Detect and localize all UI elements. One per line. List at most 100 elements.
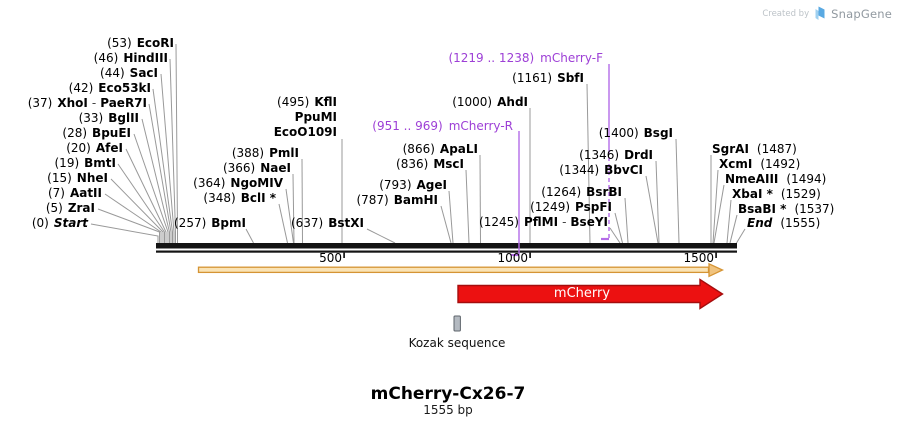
site-label-bpmi[interactable]: (257)BpmI bbox=[174, 217, 246, 230]
site-name: AhdI bbox=[497, 95, 528, 109]
site-label-bamhi[interactable]: (787)BamHI bbox=[356, 194, 438, 207]
site-label-ppumi[interactable]: PpuMI bbox=[295, 111, 337, 124]
site-pos: (1555) bbox=[780, 216, 821, 230]
site-label-sgrai[interactable]: SgrAI(1487) bbox=[712, 143, 797, 156]
site-pos: (1492) bbox=[760, 157, 801, 171]
site-name: DrdI bbox=[624, 148, 653, 162]
site-label-agei[interactable]: (793)AgeI bbox=[379, 179, 447, 192]
ruler-label-500: 500 bbox=[319, 251, 342, 265]
site-label-xbai[interactable]: XbaI *(1529) bbox=[732, 188, 821, 201]
site-name: PflMI bbox=[523, 215, 559, 229]
site-pos: (257) bbox=[174, 216, 207, 230]
site-label-start[interactable]: (0) Start bbox=[32, 217, 88, 230]
site-name: BsrBI bbox=[586, 185, 622, 199]
site-name: XhoI bbox=[57, 96, 88, 110]
primer-range: (951 .. 969) bbox=[372, 119, 443, 133]
site-name: BstXI bbox=[328, 216, 364, 230]
snapgene-flag-icon bbox=[815, 6, 825, 20]
site-name: XcmI bbox=[719, 157, 753, 171]
site-name: PspFI bbox=[575, 200, 612, 214]
site-label-bsgi[interactable]: (1400)BsgI bbox=[599, 127, 673, 140]
site-name: ZraI bbox=[67, 201, 95, 215]
site-label-naei[interactable]: (366)NaeI bbox=[223, 162, 291, 175]
site-label-zrai[interactable]: (5)ZraI bbox=[46, 202, 95, 215]
site-label-bmti[interactable]: (19)BmtI bbox=[55, 157, 117, 170]
primer-mcherry-f-line[interactable] bbox=[601, 64, 610, 241]
site-pos: (37) bbox=[27, 96, 53, 110]
primer-label-mcherry-f[interactable]: (1219 .. 1238)mCherry-F bbox=[448, 52, 603, 65]
map-title: mCherry-Cx26-7 bbox=[370, 384, 526, 404]
site-label-bsabi[interactable]: BsaBI * (1537) bbox=[738, 203, 834, 216]
site-pos: (1537) bbox=[794, 202, 835, 216]
watermark-created-by: Created by bbox=[762, 9, 810, 19]
site-name: KflI bbox=[314, 95, 337, 109]
site-label-ecoo109i[interactable]: EcoO109I bbox=[274, 126, 337, 139]
site-label-apali[interactable]: (866)ApaLI bbox=[403, 143, 478, 156]
site-label-xcmi[interactable]: XcmI (1492) bbox=[719, 158, 800, 171]
watermark: Created by SnapGene bbox=[762, 6, 892, 22]
site-pos: (495) bbox=[277, 95, 310, 109]
site-pos: (28) bbox=[62, 126, 88, 140]
mcherry-feature-arrow[interactable] bbox=[457, 278, 724, 310]
site-name-separator: - bbox=[91, 96, 97, 110]
primer-label-mcherry-r[interactable]: (951 .. 969)mCherry-R bbox=[372, 120, 513, 133]
site-label-ngomiv[interactable]: (364)NgoMIV bbox=[193, 177, 283, 190]
site-name: HindIII bbox=[123, 51, 168, 65]
watermark-brand: SnapGene bbox=[831, 7, 892, 21]
site-pos: (1487) bbox=[756, 142, 797, 156]
site-label-bsrbi[interactable]: (1264) BsrBI bbox=[541, 186, 622, 199]
site-label-saci[interactable]: (44)SacI bbox=[100, 67, 158, 80]
site-label-nhei[interactable]: (15)NheI bbox=[47, 172, 108, 185]
site-pos: (46) bbox=[93, 51, 119, 65]
site-pos: (637) bbox=[290, 216, 324, 230]
site-name: XbaI * bbox=[732, 187, 773, 201]
site-label-afei[interactable]: (20)AfeI bbox=[66, 142, 123, 155]
site-name: NmeAIII bbox=[725, 172, 779, 186]
site-label-bcli[interactable]: (348)BclI * bbox=[203, 192, 276, 205]
ruler-label-1500: 1500 bbox=[683, 251, 714, 265]
site-label-bbvci[interactable]: (1344)BbvCI bbox=[559, 164, 643, 177]
site-name: MscI bbox=[433, 157, 464, 171]
site-name: SbfI bbox=[557, 71, 584, 85]
site-label-bpuei[interactable]: (28)BpuEI bbox=[62, 127, 131, 140]
site-pos: (1346) bbox=[579, 148, 620, 162]
site-label-msci[interactable]: (836)MscI bbox=[396, 158, 464, 171]
site-name: End bbox=[747, 216, 773, 230]
site-label-xhoi-paer7i[interactable]: (37)XhoI-PaeR7I bbox=[28, 97, 147, 110]
kozak-feature-box[interactable] bbox=[453, 315, 461, 332]
site-label-nmeaiii[interactable]: NmeAIII(1494) bbox=[725, 173, 826, 186]
primer-range: (1219 .. 1238) bbox=[448, 51, 535, 65]
site-name: BamHI bbox=[393, 193, 438, 207]
site-pos: (1264) bbox=[541, 185, 582, 199]
site-label-eco53ki[interactable]: (42)Eco53kI bbox=[69, 82, 151, 95]
site-name: Start bbox=[53, 216, 88, 230]
site-pos: (0) bbox=[31, 216, 49, 230]
site-label-pmli[interactable]: (388)PmlI bbox=[232, 147, 299, 160]
site-label-bglii[interactable]: (33)BglII bbox=[79, 112, 139, 125]
site-label-pflmi-bseyi[interactable]: (1245)PflMI-BseYI bbox=[479, 216, 608, 229]
site-name: PpuMI bbox=[294, 110, 337, 124]
site-name: BbvCI bbox=[604, 163, 643, 177]
site-pos: (42) bbox=[68, 81, 94, 95]
site-label-hindiii[interactable]: (46) HindIII bbox=[94, 52, 168, 65]
site-name: AfeI bbox=[95, 141, 123, 155]
site-label-ecori[interactable]: (53)EcoRI bbox=[107, 37, 174, 50]
ruler-ticks bbox=[343, 251, 717, 258]
site-label-drdi[interactable]: (1346) DrdI bbox=[579, 149, 653, 162]
site-label-aatii[interactable]: (7)AatII bbox=[48, 187, 102, 200]
orange-span-arrow[interactable] bbox=[197, 262, 725, 278]
site-label-ahdi[interactable]: (1000)AhdI bbox=[452, 96, 528, 109]
site-label-pspfi[interactable]: (1249)PspFI bbox=[530, 201, 612, 214]
site-label-end[interactable]: End (1555) bbox=[747, 217, 820, 230]
primer-mcherry-r-line[interactable] bbox=[511, 131, 520, 257]
site-pos: (19) bbox=[54, 156, 80, 170]
site-name: NgoMIV bbox=[230, 176, 283, 190]
site-name: NaeI bbox=[260, 161, 291, 175]
site-name: BsaBI * bbox=[738, 202, 787, 216]
site-label-sbfi[interactable]: (1161)SbfI bbox=[512, 72, 584, 85]
site-label-kfli[interactable]: (495) KflI bbox=[277, 96, 337, 109]
site-pos: (793) bbox=[379, 178, 412, 192]
site-name: NheI bbox=[76, 171, 108, 185]
site-label-bstxi[interactable]: (637) BstXI bbox=[291, 217, 364, 230]
